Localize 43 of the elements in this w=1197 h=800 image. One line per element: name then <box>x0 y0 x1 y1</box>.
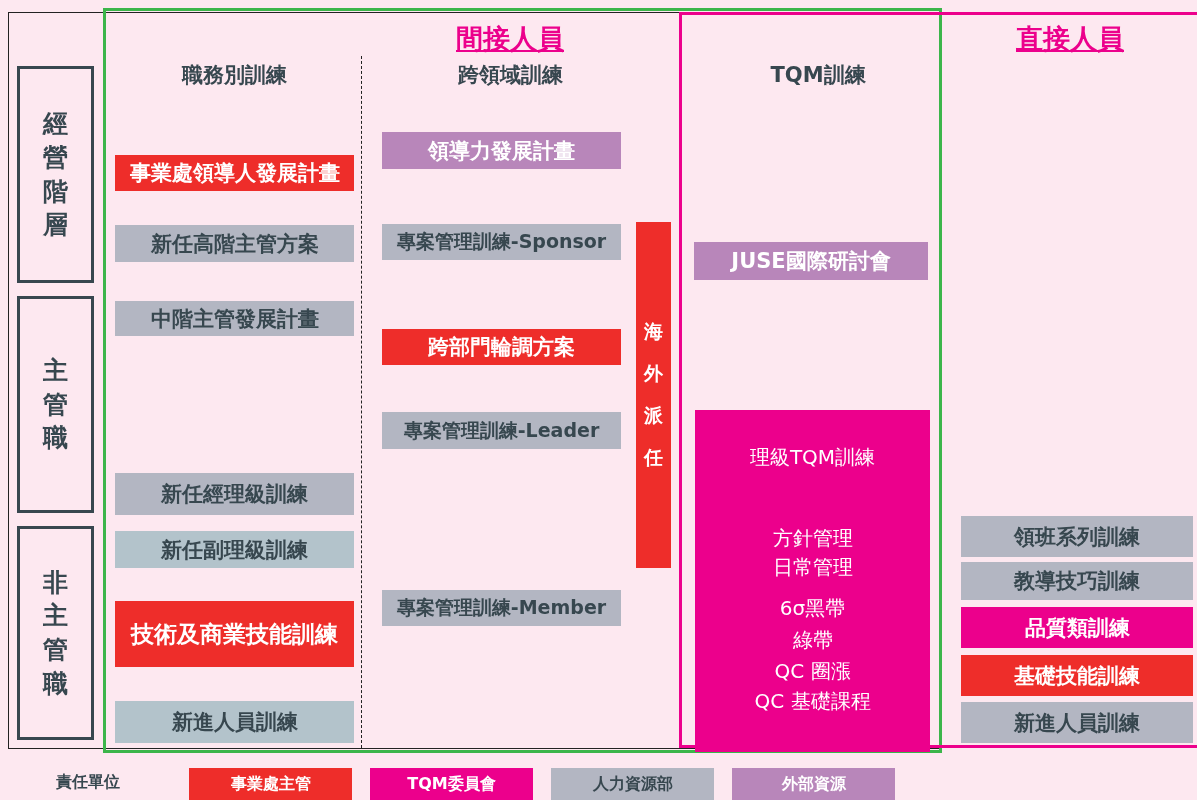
course-box: 事業處領導人發展計畫 <box>115 155 354 191</box>
course-text: 6σ黑帶 <box>778 595 847 622</box>
course-text: 綠帶 <box>791 627 834 654</box>
course-box: 領導力發展計畫 <box>382 132 621 169</box>
level-label: 主管職 <box>42 354 69 455</box>
column-heading: 跨領域訓練 <box>456 62 564 89</box>
course-box: 跨部門輪調方案 <box>382 329 621 365</box>
legend-swatch: 事業處主管 <box>189 768 352 800</box>
course-box: 教導技巧訓練 <box>961 562 1193 600</box>
legend-title: 責任單位 <box>55 772 121 793</box>
level-label: 經營階層 <box>42 108 69 242</box>
course-box: 新進人員訓練 <box>115 701 354 743</box>
level-label: 非主管職 <box>42 566 69 700</box>
group-heading: 直接人員 <box>1016 22 1124 56</box>
course-box: 中階主管發展計畫 <box>115 301 354 336</box>
course-box: 新任經理級訓練 <box>115 473 354 515</box>
course-box: 專案管理訓練-Sponsor <box>382 224 621 260</box>
course-text: 理級TQM訓練 <box>748 444 877 471</box>
column-heading: 職務別訓練 <box>180 62 288 89</box>
course-box: 技術及商業技能訓練 <box>115 601 354 667</box>
course-box: 品質類訓練 <box>961 607 1193 648</box>
legend-swatch: 外部資源 <box>732 768 895 800</box>
course-box: 專案管理訓練-Member <box>382 590 621 626</box>
assignment-bar: 海外派任 <box>636 222 671 568</box>
course-box: 專案管理訓練-Leader <box>382 412 621 449</box>
course-box: 新任高階主管方案 <box>115 225 354 262</box>
course-text: QC 基礎課程 <box>753 688 872 715</box>
column-heading: TQM訓練 <box>769 62 867 89</box>
course-text: QC 圈漲 <box>773 658 852 685</box>
course-text: 日常管理 <box>771 554 854 581</box>
course-box: 領班系列訓練 <box>961 516 1193 557</box>
course-box: JUSE國際研討會 <box>694 242 928 280</box>
group-heading: 間接人員 <box>456 22 564 56</box>
tqm-course-panel <box>695 410 930 752</box>
legend-swatch: TQM委員會 <box>370 768 533 800</box>
course-text: 方針管理 <box>771 525 854 552</box>
level-frame <box>17 66 94 283</box>
level-frame <box>17 296 94 513</box>
legend-swatch: 人力資源部 <box>551 768 714 800</box>
course-box: 新進人員訓練 <box>961 702 1193 743</box>
level-frame <box>17 526 94 740</box>
course-box: 新任副理級訓練 <box>115 531 354 568</box>
course-box: 基礎技能訓練 <box>961 655 1193 696</box>
